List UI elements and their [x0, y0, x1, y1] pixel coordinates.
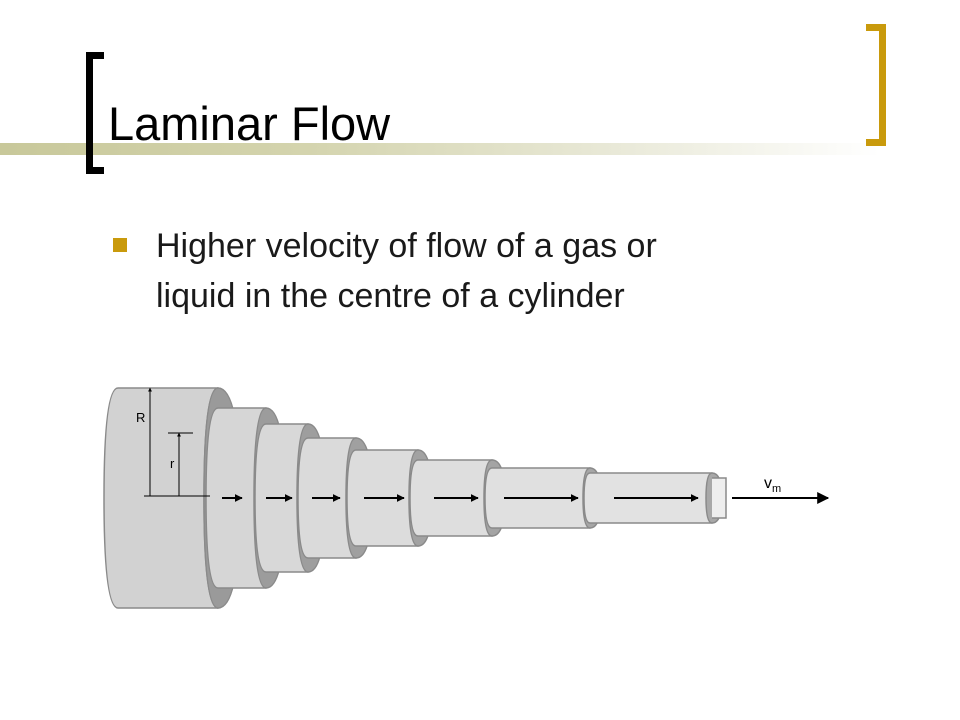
label-R: R: [136, 410, 145, 425]
bullet-text: Higher velocity of flow of a gas or liqu…: [156, 221, 856, 321]
bullet-marker: [113, 238, 127, 252]
left-bracket-decoration: [86, 52, 104, 174]
laminar-flow-diagram: R r vm: [103, 387, 830, 609]
bullet-line-1: Higher velocity of flow of a gas or: [156, 227, 657, 265]
title-underline-rule: [0, 143, 880, 155]
label-v-max: vm: [764, 475, 781, 495]
bullet-line-2: liquid in the centre of a cylinder: [156, 277, 625, 315]
right-bracket-decoration: [866, 24, 886, 146]
radius-annotations: [144, 387, 210, 497]
label-r: r: [170, 456, 175, 471]
slide-title: Laminar Flow: [108, 97, 391, 150]
